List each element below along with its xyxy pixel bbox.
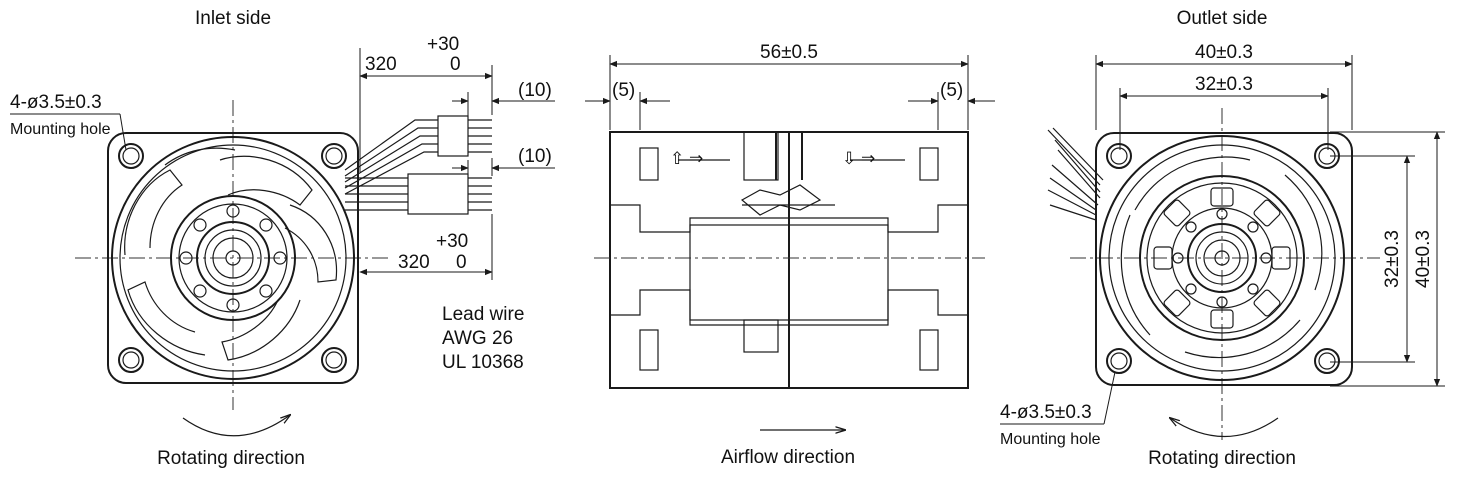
outlet-lead-wires [1047, 127, 1104, 221]
side-overall-label: 56±0.5 [760, 42, 818, 63]
inlet-shaft [225, 250, 241, 266]
outlet-vert-pitch-label: 32±0.3 [1382, 230, 1403, 288]
inlet-mounting-holes [118, 143, 347, 373]
outlet-pitch-label: 32±0.3 [1195, 74, 1253, 95]
inlet-hub-holes [179, 204, 287, 312]
inlet-venturi-inner [119, 144, 347, 372]
side-internal-profile [610, 131, 968, 371]
inlet-hole-leader [119, 113, 127, 151]
outlet-hub-outer [1139, 175, 1305, 341]
lead-spec-line1: Lead wire [442, 304, 524, 325]
lead-spec-line2: AWG 26 [442, 328, 513, 349]
lead-bottom-length: 320 [398, 252, 430, 273]
outlet-hub-holes [1172, 208, 1272, 308]
inlet-frame [107, 132, 359, 384]
lead-spec-line3: UL 10368 [442, 352, 524, 373]
outlet-vert-outer-label: 40±0.3 [1413, 230, 1434, 288]
side-left-offset: (5) [612, 80, 635, 101]
inlet-hole-spec: 4-ø3.5±0.3 [10, 92, 102, 113]
outlet-motor-ring [1187, 223, 1257, 293]
outlet-hole-label: Mounting hole [1000, 431, 1101, 448]
outlet-mounting-holes [1106, 143, 1340, 374]
lead-bottom-strip: (10) [518, 146, 552, 167]
lead-bottom-tol-lower: 0 [456, 252, 467, 273]
inlet-hub-outer [170, 195, 296, 321]
inlet-hub-ring [178, 203, 288, 313]
outlet-rotation-arrow [1170, 418, 1279, 438]
outlet-rotation-label: Rotating direction [1148, 448, 1296, 469]
inlet-blades [124, 147, 338, 361]
side-right-offset: (5) [940, 80, 963, 101]
inlet-rotation-arrow [182, 415, 290, 437]
outlet-hole-spec: 4-ø3.5±0.3 [1000, 402, 1092, 423]
inlet-view: Inlet side [10, 8, 390, 469]
inlet-motor-ring [196, 221, 270, 295]
lead-top-length: 320 [365, 54, 397, 75]
inlet-title: Inlet side [195, 8, 271, 29]
side-flow-symbol-right: ⇩ ⇒ [842, 149, 875, 168]
outlet-frame [1095, 132, 1353, 386]
lead-top-tol-upper: +30 [427, 34, 459, 55]
lead-top-strip: (10) [518, 80, 552, 101]
lead-wire-sleeve-bottom [407, 173, 469, 215]
outlet-shaft [1214, 250, 1230, 266]
lead-wire-sleeve-top [437, 115, 469, 157]
inlet-hole-label: Mounting hole [10, 121, 111, 138]
outlet-width-label: 40±0.3 [1195, 42, 1253, 63]
lead-bottom-tol-upper: +30 [436, 231, 468, 252]
side-flow-symbol-left: ⇧ ⇒ [670, 149, 703, 168]
outlet-stator-vanes [1120, 156, 1323, 359]
outlet-venturi-inner [1108, 144, 1336, 372]
outlet-view: Outlet side 40±0.3 32±0.3 32±0.3 40±0.3 [1000, 8, 1445, 469]
lead-top-tol-lower: 0 [450, 54, 461, 75]
inlet-venturi-outer [111, 136, 355, 380]
outlet-hole-leader [1103, 371, 1116, 425]
lead-wire-drawing: +30 320 0 (10) (10) +30 320 0 Lead wire … [344, 34, 555, 373]
inlet-rotation-label: Rotating direction [157, 448, 305, 469]
outlet-title: Outlet side [1177, 8, 1268, 29]
outlet-venturi-outer [1099, 135, 1345, 381]
lead-wire-bundle [344, 119, 438, 211]
side-view: 56±0.5 (5) (5) [585, 42, 995, 468]
airflow-label: Airflow direction [721, 447, 855, 468]
